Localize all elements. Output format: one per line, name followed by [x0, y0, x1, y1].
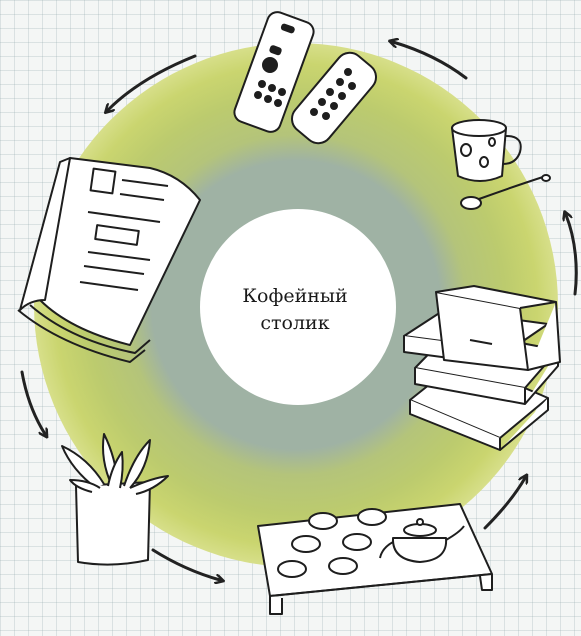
arrow-top-left	[108, 54, 197, 110]
newspaper-icon	[17, 157, 201, 363]
cycle-arrows	[20, 42, 578, 580]
center-label: Кофейный столик	[195, 283, 395, 337]
center-label-line1: Кофейный	[242, 285, 348, 307]
arrow-left	[20, 370, 45, 434]
arrow-bottom-right	[483, 478, 525, 530]
arrow-bottom-left	[151, 548, 220, 580]
arrow-right	[566, 215, 578, 296]
center-label-line2: столик	[260, 312, 330, 334]
coffee-cup-icon	[451, 119, 551, 210]
potted-plant-icon	[61, 433, 169, 566]
tea-tray-icon	[257, 503, 493, 615]
book-stack-icon	[403, 285, 561, 451]
tv-remote-icon	[233, 11, 377, 145]
arrow-top-right	[393, 42, 468, 80]
